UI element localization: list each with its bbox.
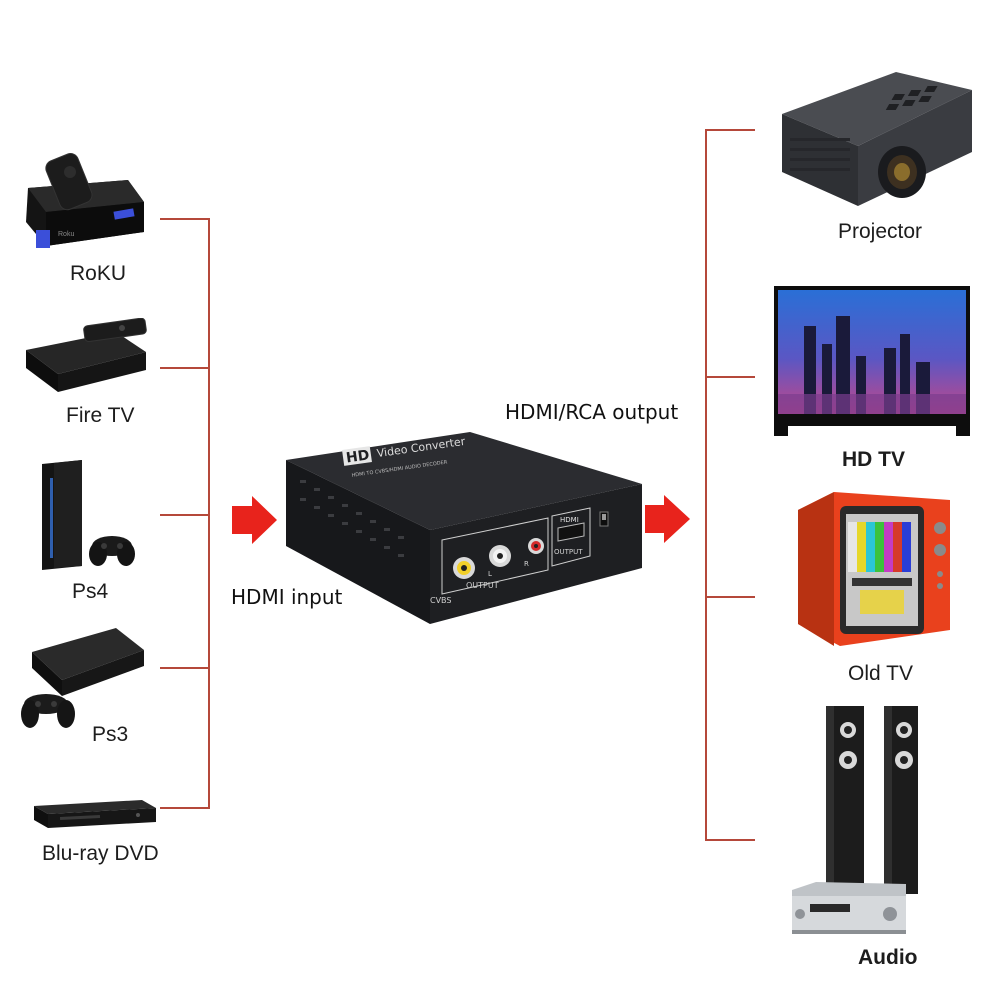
- rca-jack-icon: [453, 538, 544, 579]
- port-label-l: L: [488, 570, 492, 578]
- port-label-hdmi-output: OUTPUT: [554, 548, 583, 556]
- switch-icon: [599, 511, 609, 527]
- hdmi-input-label: HDMI input: [231, 585, 343, 609]
- output-arrow-icon: [645, 495, 690, 543]
- port-label-output: OUTPUT: [466, 581, 499, 590]
- output-label-projector: Projector: [838, 220, 923, 243]
- hd-tv-icon: [774, 286, 970, 436]
- source-label-ps3: Ps3: [92, 723, 129, 746]
- old-tv-icon: [798, 492, 950, 646]
- port-label-r: R: [524, 560, 529, 568]
- ps3-console-icon: [21, 628, 144, 728]
- input-arrow-icon: [232, 496, 277, 544]
- converter-device: HD Video Converter HDMI TO CVBS/HDMI AUD…: [286, 432, 642, 624]
- fire-tv-box-icon: [26, 318, 147, 392]
- ps4-console-icon: [42, 460, 135, 570]
- output-label-oldtv: Old TV: [848, 662, 913, 685]
- port-label-cvbs: CVBS: [430, 596, 451, 605]
- source-label-ps4: Ps4: [72, 580, 109, 603]
- converter-logo: HD: [345, 447, 370, 466]
- output-label-audio: Audio: [858, 946, 918, 969]
- bluray-player-icon: [34, 800, 156, 828]
- source-label-firetv: Fire TV: [66, 404, 135, 427]
- hdmi-rca-output-label: HDMI/RCA output: [505, 400, 679, 424]
- source-label-bluray: Blu-ray DVD: [42, 842, 159, 865]
- hd-logo-badge: [342, 446, 372, 466]
- audio-system-icon: [792, 706, 918, 934]
- hdmi-port-icon: HDMI OUTPUT: [554, 516, 585, 556]
- svg-text:Roku: Roku: [58, 231, 74, 238]
- output-label-hdtv: HD TV: [842, 448, 905, 471]
- projector-icon: [782, 72, 972, 206]
- roku-box-icon: Roku: [26, 153, 144, 248]
- port-label-hdmi: HDMI: [560, 516, 579, 524]
- source-label-roku: RoKU: [70, 262, 127, 285]
